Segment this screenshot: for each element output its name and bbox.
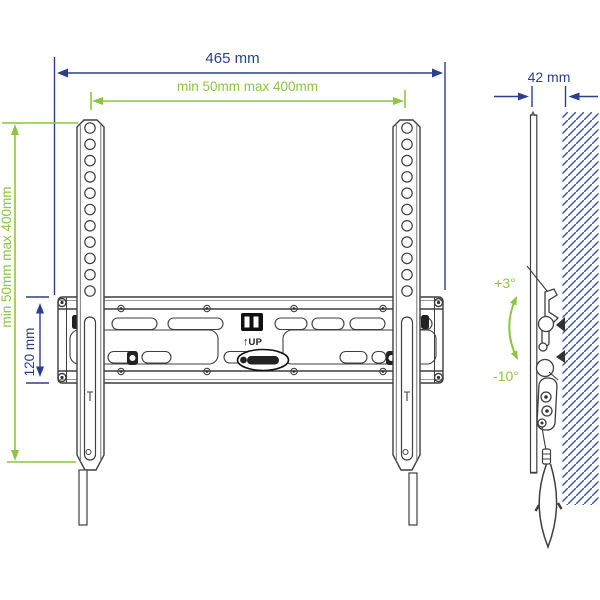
up-orientation-marker: ↑UP — [243, 336, 262, 348]
right-vesa-rail — [392, 119, 421, 526]
tilt-mechanism — [535, 288, 565, 431]
total-width-dimension-label: 465 mm — [205, 50, 260, 67]
side-bracket-bar — [526, 110, 548, 474]
vesa-width-dimension-label: min 50mm max 400mm — [176, 79, 319, 94]
right-rail-holes — [401, 122, 413, 297]
tilt-down-angle-label: -10° — [493, 368, 519, 384]
plate-corner-screws — [57, 297, 444, 383]
left-rail-strap-rod — [78, 469, 88, 526]
dim-wall-distance — [494, 86, 598, 107]
left-rail-holes — [84, 122, 96, 297]
up-arrow-icon: ↑ — [243, 336, 249, 348]
dim-plate-height — [26, 296, 49, 384]
tilt-arc-arrow — [508, 296, 518, 360]
plate-slots-upper — [111, 317, 433, 331]
vesa-height-dimension-label: min 50mm max 400mm — [0, 186, 14, 328]
wall-plate — [57, 296, 444, 384]
dim-total-width — [53, 57, 446, 295]
plate-height-dimension-label: 120 mm — [22, 327, 37, 377]
cable-buckle-icon — [241, 313, 263, 331]
dim-vesa-width — [90, 90, 406, 110]
dim-vesa-height — [2, 122, 78, 463]
plate-band-screws — [117, 304, 387, 376]
tilt-up-angle-label: +3° — [494, 275, 516, 291]
safety-pull-strap — [534, 426, 563, 550]
right-rail-strap-rod — [408, 472, 418, 526]
front-view-drawing — [57, 119, 444, 526]
wall-distance-dimension-label: 42 mm — [527, 69, 571, 85]
up-marker-label: UP — [248, 337, 263, 348]
wall-hatch — [562, 112, 599, 505]
left-vesa-rail — [76, 119, 105, 526]
side-view-drawing — [526, 110, 599, 550]
brand-logo-oval — [236, 348, 290, 372]
